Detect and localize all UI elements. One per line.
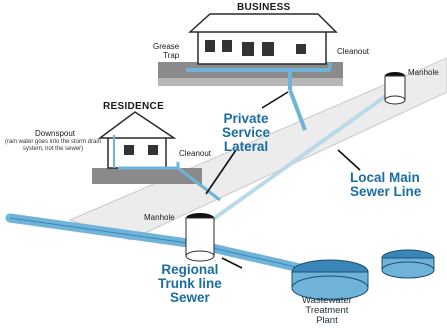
cleanout-residence-label: Cleanout: [179, 149, 212, 158]
wastewater-treatment-plant: [291, 249, 435, 301]
downspout-note: (rain water goes into the storm drain sy…: [4, 139, 102, 152]
residence-lateral-pipe: [177, 166, 221, 202]
label-arrows: [205, 91, 361, 269]
residence-building: [92, 111, 202, 184]
manhole-upper-label: Manhole: [408, 68, 439, 77]
residence-label: RESIDENCE: [103, 101, 165, 112]
local-main-sewer-pipe: [193, 84, 402, 234]
downspout-label: Downspout: [35, 129, 76, 138]
cleanout-business-label: Cleanout: [337, 47, 370, 56]
grease-trap-label: Grease Trap: [153, 42, 180, 60]
private-service-lateral-label: Private Service Lateral: [222, 111, 271, 154]
regional-trunk-sewer-label: Regional Trunk line Sewer: [158, 262, 222, 305]
business-lateral-pipe: [288, 89, 307, 131]
manhole-lower-label: Manhole: [144, 213, 175, 222]
business-label: BUSINESS: [237, 2, 291, 13]
manhole-lower: [185, 213, 215, 262]
business-building: [158, 13, 343, 90]
treatment-plant-label: Wastewater Treatment Plant: [302, 295, 352, 326]
manhole-upper: [384, 72, 406, 105]
local-main-sewer-label: Local Main Sewer Line: [350, 170, 422, 199]
